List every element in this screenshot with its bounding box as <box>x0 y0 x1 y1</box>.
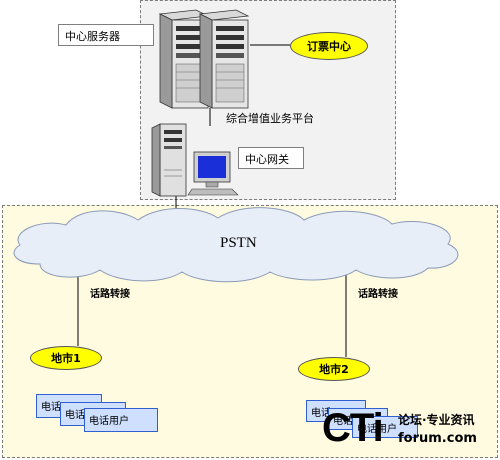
city2-label: 地市2 <box>319 363 349 376</box>
watermark-site: forum.com <box>398 431 477 446</box>
watermark-tagline: 论坛·专业资讯 <box>398 413 475 427</box>
route-switch-right-label: 话路转接 <box>358 289 398 300</box>
phone-user-label: 电话用户 <box>89 416 129 427</box>
phone-user-label: 电话 <box>333 416 353 427</box>
phone-user-label: 电话 <box>41 402 61 413</box>
value-platform-label: 综合增值业务平台 <box>226 112 314 125</box>
monitor-icon <box>187 151 239 196</box>
center-server-callout: 中心服务器 <box>58 24 154 46</box>
phone-user-label: 电话 <box>65 410 85 421</box>
server-tower-icon-right <box>198 9 250 109</box>
city1-label: 地市1 <box>51 352 81 365</box>
city2-node: 地市2 <box>298 357 370 381</box>
route-switch-left-label: 话路转接 <box>90 289 130 300</box>
city1-node: 地市1 <box>30 346 102 370</box>
phone-user-card-2c: 电话用户 <box>352 416 418 438</box>
phone-user-label: 电话用户 <box>357 424 397 435</box>
pstn-cloud-icon <box>13 207 459 283</box>
phone-user-label: 电话 <box>311 408 331 419</box>
pstn-label: PSTN <box>220 235 257 251</box>
watermark-brand: CTi <box>322 406 384 450</box>
gateway-pc-tower-icon <box>151 123 187 197</box>
phone-user-card-1c: 电话用户 <box>84 408 158 432</box>
center-gateway-callout: 中心网关 <box>238 147 304 169</box>
ticket-center-label: 订票中心 <box>307 40 351 53</box>
center-gateway-label: 中心网关 <box>245 153 289 166</box>
center-server-label: 中心服务器 <box>65 30 120 43</box>
ticket-center-node: 订票中心 <box>290 32 368 60</box>
